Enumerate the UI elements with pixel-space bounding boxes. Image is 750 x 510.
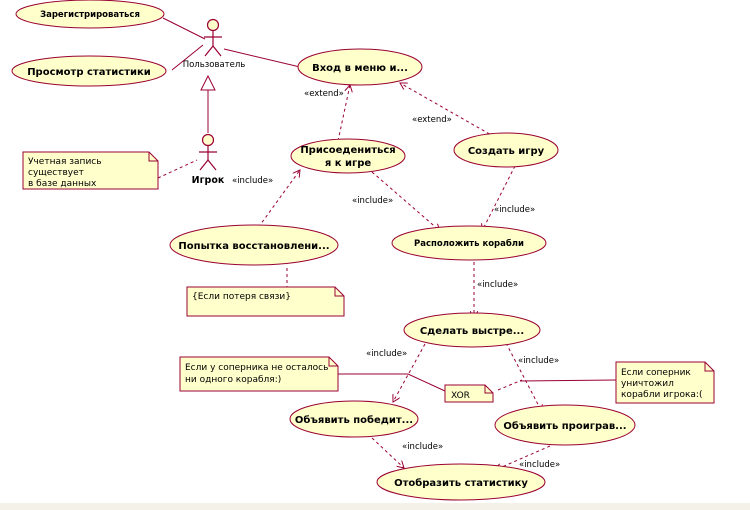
usecase-make-shot-ellipse: [403, 312, 541, 348]
actor-user[interactable]: [204, 18, 222, 57]
usecase-view-stats-ellipse: [11, 55, 167, 87]
usecase-declare-win[interactable]: Объявить победит...: [289, 400, 419, 438]
usecase-register-label: Зарегистрироваться: [40, 10, 140, 20]
stereo-include-shot-win: «include»: [366, 349, 407, 359]
note-noships-line1: Если у соперника не осталось: [185, 363, 328, 373]
usecase-declare-win-label: Объявить победит...: [295, 414, 413, 426]
usecase-join-game-ellipse: [290, 138, 406, 174]
actor-player-leg-left: [199, 159, 209, 171]
note-lost-box: [186, 286, 345, 317]
actor-player-head: [201, 133, 215, 147]
usecase-create-game-ellipse: [453, 132, 559, 168]
usecase-show-stats[interactable]: Отобразить статистику: [376, 463, 546, 501]
stereo-include-loss-stats: «include»: [519, 460, 560, 470]
extend-create-login: [400, 83, 501, 141]
actor-user-label: Пользователь: [183, 60, 246, 70]
usecase-place-ships[interactable]: Расположить корабли: [391, 225, 547, 261]
note-account-line3: в базе данных: [28, 179, 97, 189]
include-shot-win: [393, 343, 426, 402]
note-account-fold: [148, 152, 158, 162]
usecase-place-ships-label: Расположить корабли: [414, 238, 524, 249]
include-create-place: [482, 165, 516, 231]
usecase-register-ellipse: [15, 0, 165, 29]
actor-player[interactable]: [199, 133, 217, 171]
stereo-include-join-place: «include»: [352, 196, 393, 206]
usecase-show-stats-ellipse: [376, 463, 546, 501]
note-lost-connection[interactable]: {Если потеря связи}: [186, 286, 345, 317]
usecase-view-stats-label: Просмотр статистики: [27, 67, 151, 78]
actor-player-leg-right: [207, 159, 217, 171]
note-destroyed-line1: Если соперник: [621, 368, 691, 378]
include-loss-stats: [495, 445, 551, 470]
note-destroyed-line3: корабли игрока:(: [621, 390, 702, 400]
actor-player-label: Игрок: [192, 175, 225, 186]
assoc-user-viewstats: [171, 44, 204, 71]
usecase-join-game[interactable]: Присоедениться я к игре: [290, 138, 406, 174]
include-restore-join: [254, 170, 300, 233]
note-lost-text: {Если потеря связи}: [192, 292, 291, 302]
note-xor-link: [497, 379, 523, 391]
usecase-declare-win-ellipse: [289, 400, 419, 438]
usecase-restore-attempt-label: Попытка восстановлени...: [178, 241, 329, 252]
note-account-line1: Учетная запись: [28, 157, 102, 167]
note-xor-fold: [484, 385, 493, 394]
stereo-include-win-stats: «include»: [402, 442, 443, 452]
note-xor[interactable]: XOR: [444, 384, 494, 403]
note-account-box: [22, 151, 159, 190]
usecase-make-shot-label: Сделать выстре...: [420, 326, 524, 337]
usecase-create-game-label: Создать игру: [468, 146, 545, 157]
stereo-extend-create: «extend»: [412, 115, 452, 125]
usecase-declare-loss-ellipse: [494, 404, 636, 446]
include-win-stats: [371, 437, 404, 468]
usecase-show-stats-label: Отобразить статистику: [394, 477, 528, 489]
usecase-register[interactable]: Зарегистрироваться: [15, 0, 165, 29]
note-account-line2: существует: [28, 168, 84, 178]
usecase-declare-loss-label: Объявить проиграв...: [503, 420, 626, 432]
stereo-include-create-place: «include»: [494, 205, 535, 215]
note-destroyed-link: [519, 379, 617, 382]
usecase-menu-login-ellipse: [297, 48, 423, 86]
assoc-user-login: [223, 48, 301, 68]
stereo-include-shot-loss: «include»: [518, 356, 559, 366]
stereo-include-place-shot: «include»: [477, 280, 518, 290]
note-no-ships[interactable]: Если у соперника не осталось ни одного к…: [179, 356, 339, 392]
usecase-join-game-label-line1: Присоедениться: [300, 145, 395, 156]
note-destroyed-fold: [704, 362, 714, 372]
usecase-declare-loss[interactable]: Объявить проиграв...: [494, 404, 636, 446]
note-noships-link: [338, 373, 446, 392]
note-xor-box: [444, 384, 494, 403]
note-noships-line2: ни одного корабля:): [185, 375, 281, 385]
usecase-menu-login-label: Вход в меню и...: [312, 63, 408, 74]
note-destroyed-box: [615, 361, 715, 404]
assoc-user-register: [162, 17, 206, 40]
note-account-exists[interactable]: Учетная запись существует в базе данных: [22, 151, 159, 190]
usecase-create-game[interactable]: Создать игру: [453, 132, 559, 168]
note-xor-text: XOR: [451, 391, 470, 401]
stereo-extend-join: «extend»: [304, 89, 344, 99]
usecase-restore-attempt-ellipse: [169, 224, 339, 266]
actor-user-leg-left: [204, 45, 214, 57]
usecase-make-shot[interactable]: Сделать выстре...: [403, 312, 541, 348]
usecase-join-game-label-line2: я к игре: [325, 158, 372, 169]
actor-user-leg-right: [212, 45, 222, 57]
include-shot-loss: [505, 342, 542, 412]
usecase-restore-attempt[interactable]: Попытка восстановлени...: [169, 224, 339, 266]
actor-user-head: [206, 18, 220, 32]
note-ships-destroyed[interactable]: Если соперник уничтожил корабли игрока:(: [615, 361, 715, 404]
note-noships-fold: [328, 357, 338, 367]
usecase-menu-login[interactable]: Вход в меню и...: [297, 48, 423, 86]
bottom-strip: [0, 503, 750, 510]
note-account-link: [157, 159, 198, 179]
generalization-arrow: [200, 74, 216, 91]
note-destroyed-line2: уничтожил: [621, 379, 674, 389]
note-noships-box: [179, 356, 339, 392]
stereo-include-restore: «include»: [232, 176, 273, 186]
usecase-view-stats[interactable]: Просмотр статистики: [11, 55, 167, 87]
note-lost-fold: [334, 287, 344, 297]
usecase-place-ships-ellipse: [391, 225, 547, 261]
